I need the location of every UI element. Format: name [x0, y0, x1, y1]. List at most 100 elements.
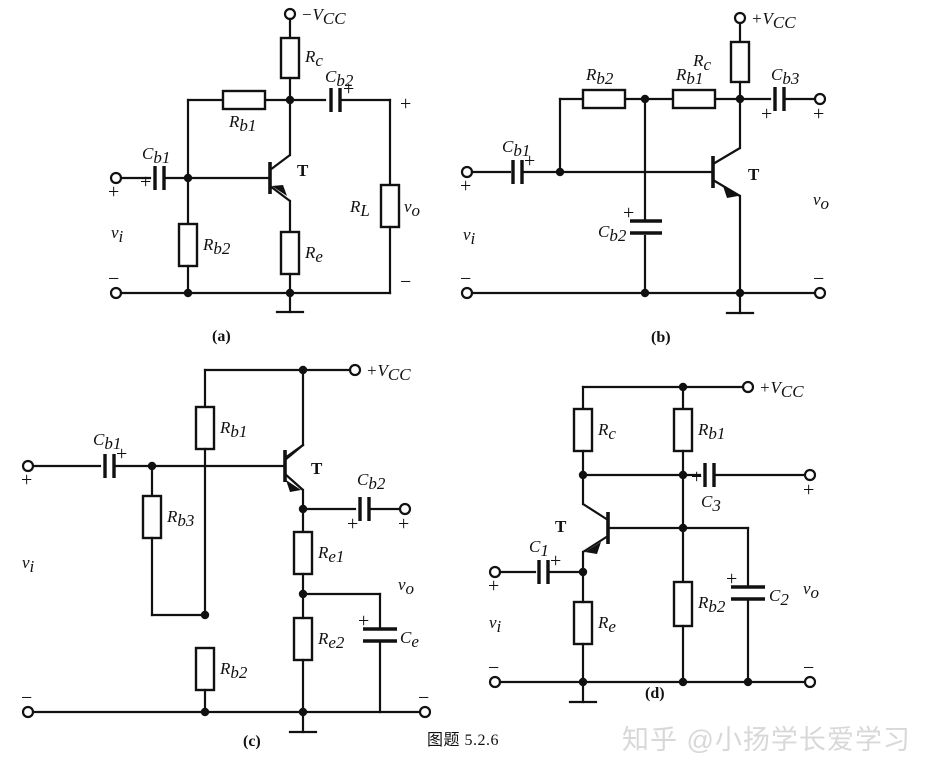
supply-label-b: +VCC [751, 9, 796, 32]
resistor-rb1-label-c: Rb1 [219, 418, 247, 441]
transistor-label-c: T [311, 459, 323, 478]
supply-terminal-b[interactable] [733, 11, 747, 25]
capacitor-cb1-label-c: Cb1 [93, 430, 121, 453]
resistor-rb3-label-c: Rb3 [166, 507, 194, 530]
output-minus-b: − [813, 268, 824, 290]
resistor-rb1-label-a: Rb1 [228, 112, 256, 135]
capacitor-cb1-label-b: Cb1 [502, 137, 530, 160]
resistor-re1-label-c: Re1 [317, 543, 344, 566]
supply-label-a: −VCC [301, 5, 346, 28]
resistor-rb1-a [221, 89, 267, 111]
input-minus-a: − [108, 268, 119, 290]
resistor-re-d [572, 600, 594, 646]
output-terminal-neg-b[interactable] [813, 286, 827, 300]
subfigure-label-b: (b) [651, 329, 671, 346]
output-voltage-label-a: vo [404, 197, 420, 220]
figure-caption: 图题 5.2.6 [426, 732, 499, 749]
resistor-rb1-label-d: Rb1 [697, 420, 725, 443]
resistor-rb2-d [672, 580, 694, 628]
resistor-rc-d [572, 407, 594, 453]
supply-terminal-c[interactable] [348, 363, 362, 377]
output-terminal-d[interactable] [803, 468, 817, 482]
resistor-rl-label-a: RL [349, 197, 370, 220]
capacitor-cb3-plus-b: + [761, 103, 772, 125]
junction-d-bottom-c2 [743, 677, 753, 687]
capacitor-c3-label-d: C3 [701, 492, 721, 515]
resistor-re2-label-c: Re2 [317, 629, 345, 652]
resistor-rc-a [279, 36, 301, 80]
junction-a-bottom-left [183, 288, 193, 298]
supply-terminal-a[interactable] [283, 7, 297, 21]
watermark: 知乎 @小扬学长爱学习 [622, 725, 911, 755]
resistor-rb2-a [177, 222, 199, 268]
circuit-c: +VCC Rb1 T + Cb1 + Rb3 [21, 361, 432, 750]
resistor-re1-c [292, 530, 314, 576]
output-plus-a: + [400, 93, 411, 115]
capacitor-c1-label-d: C1 [529, 537, 549, 560]
circuit-b: +VCC Rc Rb2 Rb1 Cb2 + + Cb1 [460, 9, 829, 346]
resistor-rb2-c [194, 646, 216, 692]
capacitor-cb2-plus-b: + [623, 202, 634, 224]
transistor-emitter-arrow-d [585, 542, 601, 554]
resistor-rc-label-d: Rc [597, 420, 616, 443]
output-voltage-label-d: vo [803, 579, 819, 602]
resistor-rc-label-b: Rc [692, 51, 711, 74]
supply-label-d: +VCC [759, 378, 804, 401]
junction-c-bottom-divider [200, 707, 210, 717]
resistor-re-a [279, 230, 301, 276]
capacitor-c2-label-d: C2 [769, 586, 789, 609]
input-plus-b: + [460, 175, 471, 197]
capacitor-c1-plus-d: + [550, 550, 561, 572]
capacitor-cb2-label-a: Cb2 [325, 67, 354, 90]
capacitor-cb1-plus-c: + [116, 443, 127, 465]
input-plus-a: + [108, 181, 119, 203]
input-voltage-label-a: vi [111, 223, 124, 246]
junction-d-c3-tap [678, 470, 688, 480]
circuit-a: −VCC Rc Rb1 Cb2 + + RL vo − [108, 5, 420, 345]
capacitor-cb1-plus-a: + [140, 171, 151, 193]
output-voltage-label-b: vo [813, 190, 829, 213]
resistor-rl-a [379, 183, 401, 229]
capacitor-ce-plus-c: + [358, 610, 369, 632]
resistor-rb2-label-b: Rb2 [585, 65, 614, 88]
capacitor-cb2-label-c: Cb2 [357, 470, 386, 493]
transistor-label-a: T [297, 161, 309, 180]
resistor-rb2-label-a: Rb2 [202, 235, 231, 258]
input-plus-d: + [488, 575, 499, 597]
subfigure-label-c: (c) [243, 733, 261, 750]
resistor-rc-b [729, 40, 751, 84]
resistor-rb3-c [141, 494, 163, 540]
transistor-label-b: T [748, 165, 760, 184]
subfigure-label-d: (d) [645, 685, 665, 702]
input-minus-c: − [21, 687, 32, 709]
input-voltage-label-d: vi [489, 613, 502, 636]
output-terminal-c[interactable] [398, 502, 412, 516]
output-minus-c: − [418, 687, 429, 709]
circuit-d: +VCC Rc Rb1 + C3 + T [488, 378, 819, 704]
capacitor-cb2-plus-a: + [343, 78, 354, 100]
output-minus-a: − [400, 271, 411, 293]
resistor-re2-c [292, 616, 314, 662]
resistor-rb2-b [581, 88, 627, 110]
capacitor-cb1-label-a: Cb1 [142, 144, 170, 167]
resistor-rb1-d [672, 407, 694, 453]
capacitor-cb2-plus-c: + [347, 513, 358, 535]
resistor-rb1-label-b: Rb1 [675, 65, 703, 88]
capacitor-cb3-label-b: Cb3 [771, 65, 799, 88]
resistor-rb2-label-c: Rb2 [219, 659, 248, 682]
supply-terminal-d[interactable] [741, 380, 755, 394]
output-plus-c: + [398, 513, 409, 535]
output-voltage-label-c: vo [398, 575, 414, 598]
output-terminal-b[interactable] [813, 92, 827, 106]
output-terminal-neg-d[interactable] [803, 675, 817, 689]
input-voltage-label-b: vi [463, 225, 476, 248]
output-terminal-neg-c[interactable] [418, 705, 432, 719]
capacitor-c3-plus-d: + [691, 466, 702, 488]
junction-d-bottom-rb2 [678, 677, 688, 687]
input-plus-c: + [21, 469, 32, 491]
output-minus-d: − [803, 657, 814, 679]
input-minus-d: − [488, 657, 499, 679]
resistor-re-label-a: Re [304, 243, 323, 266]
capacitor-cb1-plus-b: + [524, 150, 535, 172]
